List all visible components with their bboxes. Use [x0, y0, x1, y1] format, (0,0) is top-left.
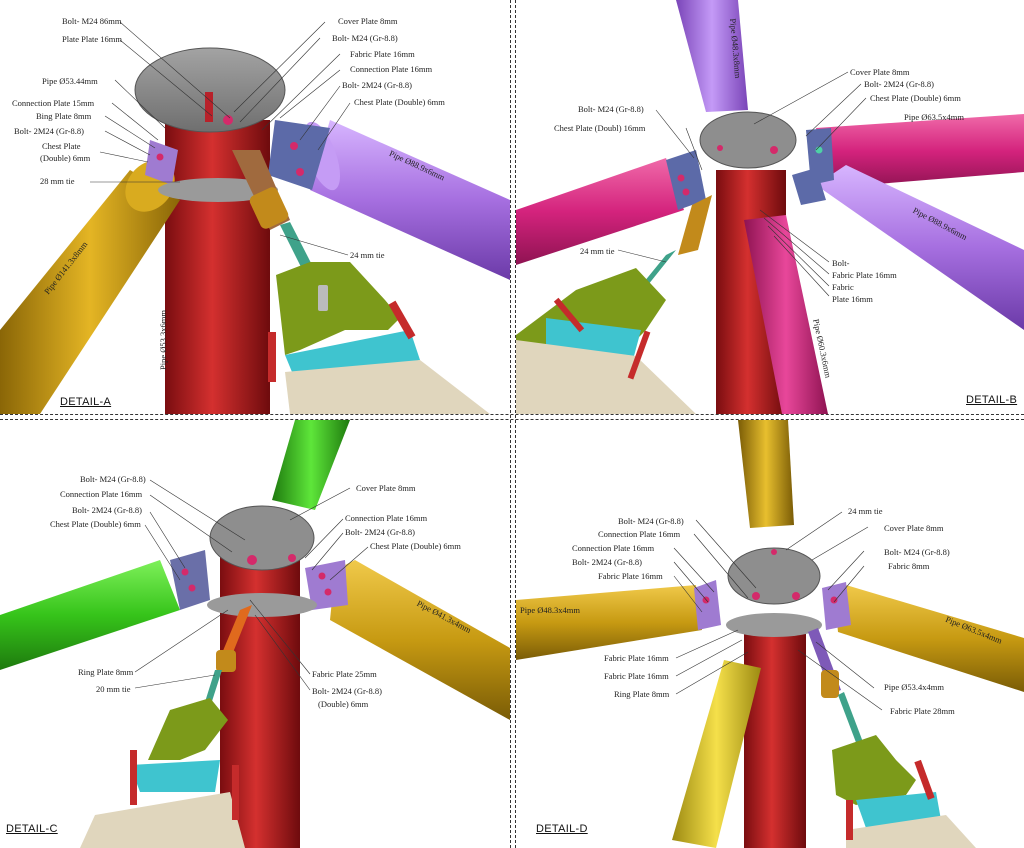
- label: Fabric Plate 16mm: [604, 653, 669, 663]
- label: Cover Plate 8mm: [338, 16, 398, 26]
- label: Connection Plate 16mm: [598, 529, 681, 539]
- label: (Double) 6mm: [40, 153, 91, 163]
- detail-c-panel: Bolt- M24 (Gr-8.8) Connection Plate 16mm…: [0, 420, 510, 848]
- label: Bolt- 2M24 (Gr-8.8): [72, 505, 142, 515]
- cover-plate: [134, 47, 286, 133]
- label: Bolt- 2M24 (Gr-8.8): [345, 527, 415, 537]
- label: (Double) 6mm: [318, 699, 369, 709]
- label: Plate Plate 16mm: [62, 34, 122, 44]
- label: Bolt- 2M24 (Gr-8.8): [864, 79, 934, 89]
- label: Pipe Ø48.3x4mm: [520, 605, 580, 615]
- label: Chest Plate: [42, 141, 81, 151]
- label: Fabric Plate 16mm: [832, 270, 897, 280]
- label: Chest Plate (Double) 6mm: [50, 519, 141, 529]
- rotated-label: Pipe Ø53.3x6mm: [158, 310, 168, 370]
- detail-b-drawing: [516, 0, 1024, 414]
- label: Fabric Plate 25mm: [312, 669, 377, 679]
- label: Bolt- M24 (Gr-8.8): [578, 104, 644, 114]
- label: Fabric Plate 16mm: [604, 671, 669, 681]
- detail-title: DETAIL-A: [60, 396, 112, 408]
- detail-a-drawing: [0, 21, 510, 414]
- label: Bing Plate 8mm: [36, 111, 92, 121]
- label: Ring Plate 8mm: [78, 667, 134, 677]
- detail-d-panel: Bolt- M24 (Gr-8.8) Connection Plate 16mm…: [516, 420, 1024, 848]
- gold-pipe: [0, 170, 180, 414]
- label: Fabric Plate 16mm: [598, 571, 663, 581]
- label: Fabric 8mm: [888, 561, 930, 571]
- label: Connection Plate 16mm: [60, 489, 143, 499]
- label: Connection Plate 16mm: [345, 513, 428, 523]
- label: Chest Plate (Double) 6mm: [870, 93, 961, 103]
- label: 24 mm tie: [580, 246, 615, 256]
- label: Fabric: [832, 282, 854, 292]
- detail-title: DETAIL-C: [6, 823, 58, 835]
- label: Fabric Plate 16mm: [350, 49, 415, 59]
- detail-a-panel: Bolt- M24 86mm Plate Plate 16mm Pipe Ø53…: [0, 0, 510, 414]
- detail-title: DETAIL-B: [966, 394, 1018, 406]
- label: Chest Plate (Double) 6mm: [354, 97, 445, 107]
- label: Ring Plate 8mm: [614, 689, 670, 699]
- detail-title: DETAIL-D: [536, 823, 588, 835]
- label: Bolt- 2M24 (Gr-8.8): [312, 686, 382, 696]
- label: Bolt- 2M24 (Gr-8.8): [572, 557, 642, 567]
- label: Bolt- M24 86mm: [62, 16, 122, 26]
- label: Bolt-: [832, 258, 850, 268]
- label: Bolt- M24 (Gr-8.8): [618, 516, 684, 526]
- purple-pipe: [310, 120, 510, 280]
- label: Chest Plate (Doubl) 16mm: [554, 123, 646, 133]
- label: Bolt- M24 (Gr-8.8): [80, 474, 146, 484]
- detail-d-drawing: [516, 420, 1024, 848]
- label: Pipe Ø53.4x4mm: [884, 682, 944, 692]
- label: Connection Plate 15mm: [12, 98, 95, 108]
- label: Cover Plate 8mm: [356, 483, 416, 493]
- label: 24 mm tie: [350, 250, 385, 260]
- label: Connection Plate 16mm: [350, 64, 433, 74]
- label: Bolt- M24 (Gr-8.8): [332, 33, 398, 43]
- label: Bolt- M24 (Gr-8.8): [884, 547, 950, 557]
- label: 24 mm tie: [848, 506, 883, 516]
- vertical-divider: [510, 0, 516, 848]
- label: 28 mm tie: [40, 176, 75, 186]
- label: 20 mm tie: [96, 684, 131, 694]
- label: Fabric Plate 28mm: [890, 706, 955, 716]
- label: Plate 16mm: [832, 294, 873, 304]
- label: Pipe Ø53.44mm: [42, 76, 98, 86]
- label: Pipe Ø63.5x4mm: [904, 112, 964, 122]
- label: Cover Plate 8mm: [850, 67, 910, 77]
- label: Chest Plate (Double) 6mm: [370, 541, 461, 551]
- detail-c-drawing: [0, 420, 510, 848]
- label: Connection Plate 16mm: [572, 543, 655, 553]
- label: Cover Plate 8mm: [884, 523, 944, 533]
- detail-b-panel: Cover Plate 8mm Bolt- 2M24 (Gr-8.8) Ches…: [516, 0, 1024, 414]
- horizontal-divider: [0, 414, 1024, 420]
- label: Bolt- 2M24 (Gr-8.8): [14, 126, 84, 136]
- label: Bolt- 2M24 (Gr-8.8): [342, 80, 412, 90]
